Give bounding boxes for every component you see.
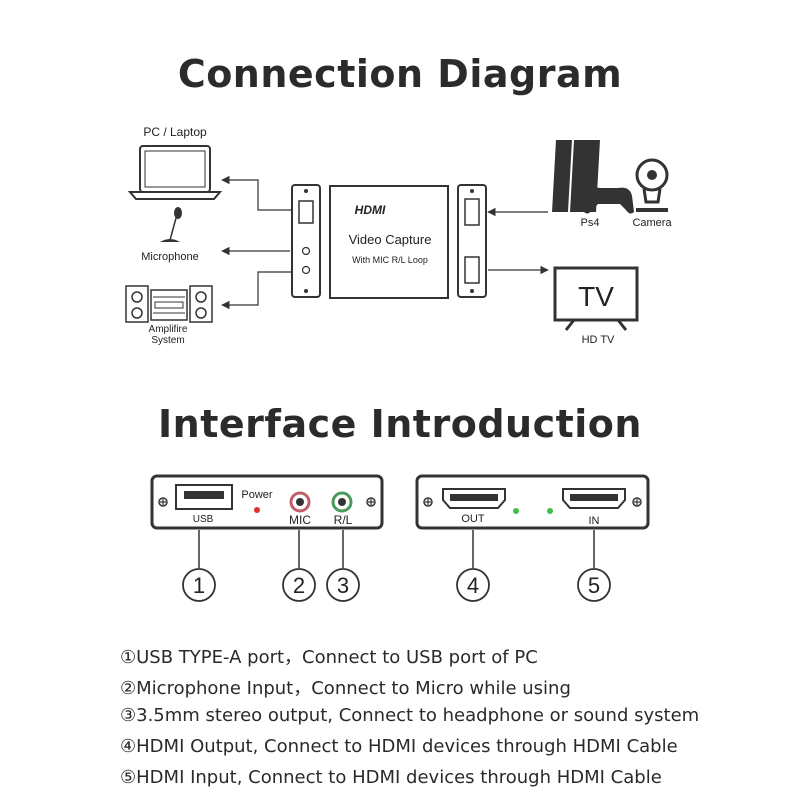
- capture-subtitle: With MIC R/L Loop: [352, 255, 428, 265]
- left-connection-lines: [221, 175, 306, 310]
- capture-right-panel: [457, 184, 487, 298]
- hd-tv-label: HD TV: [582, 334, 615, 346]
- svg-text:2: 2: [293, 573, 305, 598]
- hdmi-out-label: OUT: [461, 513, 485, 525]
- amplifier-label-1: Amplifire: [149, 324, 188, 335]
- description-5: ⑤HDMI Input, Connect to HDMI devices thr…: [120, 767, 662, 788]
- svg-text:4: 4: [467, 573, 479, 598]
- camera-icon: [635, 158, 669, 212]
- svg-text:1: 1: [193, 573, 205, 598]
- power-label: Power: [241, 489, 273, 501]
- amplifier-icon: [125, 285, 213, 323]
- pc-label: PC / Laptop: [143, 125, 207, 139]
- right-connection-lines: [487, 207, 549, 275]
- marker-2: 2: [282, 568, 316, 602]
- svg-text:3: 3: [337, 573, 349, 598]
- microphone-label: Microphone: [141, 251, 198, 263]
- tv-icon: [553, 266, 639, 331]
- ps4-label: Ps4: [581, 217, 600, 229]
- description-2: ②Microphone Input，Connect to Micro while…: [120, 678, 571, 699]
- camera-label: Camera: [632, 217, 672, 229]
- hdmi-in-label: IN: [589, 515, 600, 527]
- usb-port-label: USB: [193, 514, 214, 525]
- video-capture-device: [329, 185, 449, 299]
- amplifier-label-2: System: [151, 335, 184, 346]
- connection-diagram-title: Connection Diagram: [177, 52, 623, 96]
- description-3: ③3.5mm stereo output, Connect to headpho…: [120, 705, 700, 726]
- interface-panel-left: [150, 474, 384, 530]
- tv-screen-text: TV: [578, 281, 614, 312]
- hdmi-logo: HDMI: [355, 203, 386, 217]
- callout-lines: [198, 530, 595, 568]
- interface-panel-right: [415, 474, 650, 530]
- description-1: ①USB TYPE-A port，Connect to USB port of …: [120, 647, 538, 668]
- rl-label: R/L: [334, 513, 353, 527]
- description-4: ④HDMI Output, Connect to HDMI devices th…: [120, 736, 678, 757]
- microphone-icon: [160, 207, 182, 242]
- marker-1: 1: [182, 568, 216, 602]
- capture-name: Video Capture: [349, 232, 432, 247]
- svg-text:5: 5: [588, 573, 600, 598]
- laptop-icon: [127, 145, 223, 200]
- marker-5: 5: [577, 568, 611, 602]
- interface-introduction-title: Interface Introduction: [158, 402, 642, 446]
- capture-left-panel: [291, 184, 321, 298]
- ps4-console-icon: [552, 140, 634, 214]
- marker-3: 3: [326, 568, 360, 602]
- mic-label: MIC: [289, 513, 311, 527]
- marker-4: 4: [456, 568, 490, 602]
